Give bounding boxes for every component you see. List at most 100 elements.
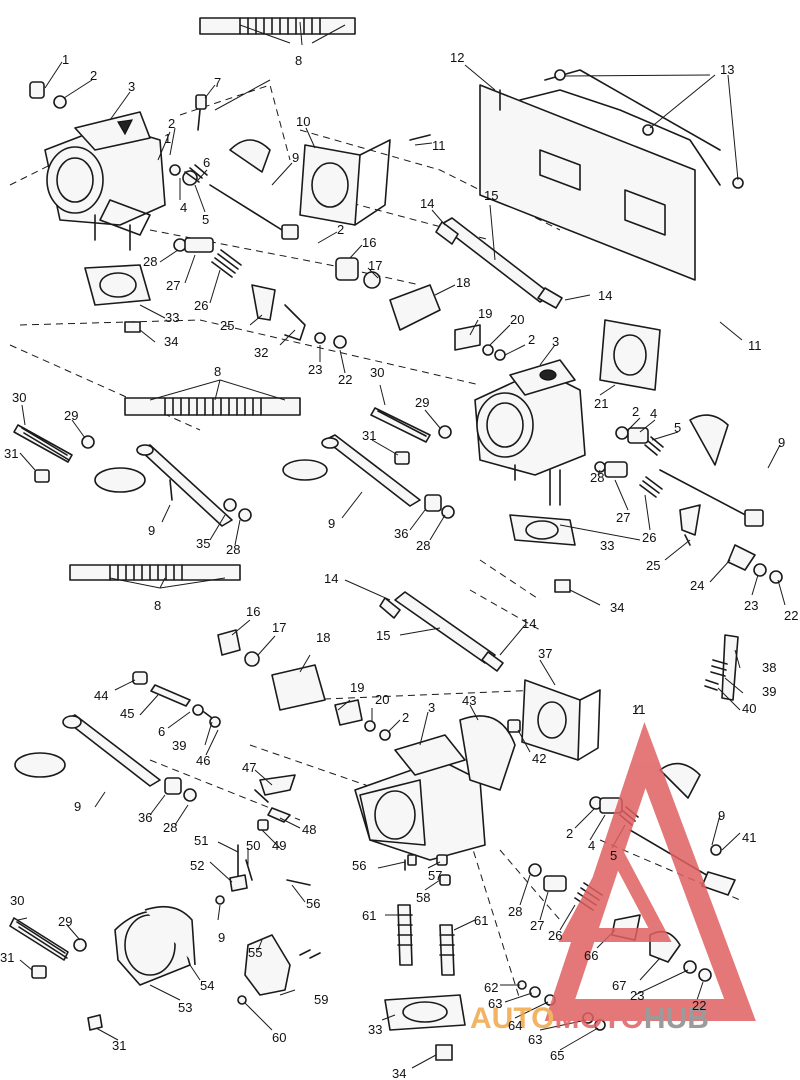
parts-lower-bottom (9, 904, 606, 1061)
callout-label: 11 (632, 702, 646, 717)
callout-label: 45 (120, 706, 134, 721)
callout-label: 64 (508, 1018, 522, 1033)
callout-label: 61 (362, 908, 376, 923)
callout-label: 12 (450, 50, 464, 65)
callout-label: 23 (744, 598, 758, 613)
watermark-hub: HUB (644, 1002, 709, 1035)
callout-label: 20 (510, 312, 524, 327)
callout-label: 52 (190, 858, 204, 873)
callout-label: 43 (462, 693, 476, 708)
callout-label: 2 (528, 332, 535, 347)
callout-label: 47 (242, 760, 256, 775)
callout-label: 5 (610, 848, 617, 863)
callout-label: 19 (478, 306, 492, 321)
callout-label: 2 (337, 222, 344, 237)
callout-label: 65 (550, 1048, 564, 1063)
callout-label: 50 (246, 838, 260, 853)
callout-label: 26 (642, 530, 656, 545)
callout-label: 31 (4, 446, 18, 461)
callout-numbers: 1 2 3 7 2 1 6 9 10 11 12 13 8 4 5 14 15 … (0, 50, 798, 1080)
callout-label: 28 (143, 254, 157, 269)
callout-label: 30 (10, 893, 24, 908)
callout-label: 29 (415, 395, 429, 410)
callout-label: 33 (600, 538, 614, 553)
callout-label: 54 (200, 978, 214, 993)
callout-label: 30 (370, 365, 384, 380)
callout-label: 9 (328, 516, 335, 531)
callout-label: 14 (522, 616, 536, 631)
callout-label: 9 (778, 435, 785, 450)
carburetor-body-upper-left (44, 111, 166, 251)
callout-label: 39 (172, 738, 186, 753)
callout-label: 67 (612, 978, 626, 993)
callout-label: 9 (718, 808, 725, 823)
callout-label: 28 (508, 904, 522, 919)
callout-label: 2 (90, 68, 97, 83)
callout-label: 19 (350, 680, 364, 695)
callout-label: 15 (376, 628, 390, 643)
callout-label: 30 (12, 390, 26, 405)
leader-lines (17, 21, 786, 1069)
callout-label: 24 (690, 578, 704, 593)
callout-label: 25 (646, 558, 660, 573)
callout-label: 14 (324, 571, 338, 586)
callout-label: 56 (352, 858, 366, 873)
callout-label: 11 (432, 138, 446, 153)
callout-label: 33 (165, 310, 179, 325)
callout-label: 25 (220, 318, 234, 333)
callout-label: 4 (650, 406, 657, 421)
callout-label: 56 (306, 896, 320, 911)
callout-label: 11 (748, 338, 762, 353)
parts-lower-left (14, 671, 451, 905)
callout-label: 31 (112, 1038, 126, 1053)
callout-label: 58 (416, 890, 430, 905)
callout-label: 15 (484, 188, 498, 203)
callout-label: 13 (720, 62, 734, 77)
callout-label: 23 (630, 988, 644, 1003)
callout-label: 14 (598, 288, 612, 303)
callout-label: 51 (194, 833, 208, 848)
watermark-auto: AUTO (470, 1002, 554, 1035)
watermark-triangle-inner (558, 835, 672, 942)
callout-label: 4 (180, 200, 187, 215)
callout-label: 49 (272, 838, 286, 853)
callout-label: 32 (254, 345, 268, 360)
callout-label: 16 (246, 604, 260, 619)
callout-label: 8 (295, 53, 302, 68)
callout-label: 18 (456, 275, 470, 290)
callout-label: 36 (394, 526, 408, 541)
callout-label: 57 (428, 868, 442, 883)
callout-label: 37 (538, 646, 552, 661)
callout-label: 42 (532, 751, 546, 766)
callout-label: 34 (164, 334, 178, 349)
callout-label: 5 (674, 420, 681, 435)
callout-label: 53 (178, 1000, 192, 1015)
hose-middle (124, 397, 301, 416)
parts-middle-center (282, 407, 455, 519)
callout-label: 29 (58, 914, 72, 929)
callout-label: 31 (362, 428, 376, 443)
callout-label: 27 (530, 918, 544, 933)
callout-label: 3 (428, 700, 435, 715)
callout-label: 21 (594, 396, 608, 411)
callout-label: 6 (158, 724, 165, 739)
callout-label: 28 (163, 820, 177, 835)
callout-label: 62 (484, 980, 498, 995)
hose-top (199, 17, 356, 35)
callout-label: 60 (272, 1030, 286, 1045)
fuel-tube-lower (217, 591, 504, 741)
callout-label: 38 (762, 660, 776, 675)
callout-label: 41 (742, 830, 756, 845)
callout-label: 26 (194, 298, 208, 313)
callout-label: 16 (362, 235, 376, 250)
watermark-logo: AUTOMOTOHUB (470, 721, 756, 1035)
callout-label: 6 (203, 155, 210, 170)
callout-label: 33 (368, 1022, 382, 1037)
callout-label: 8 (214, 364, 221, 379)
callout-label: 59 (314, 992, 328, 1007)
callout-label: 3 (552, 334, 559, 349)
callout-label: 35 (196, 536, 210, 551)
callout-label: 3 (128, 79, 135, 94)
callout-label: 28 (226, 542, 240, 557)
